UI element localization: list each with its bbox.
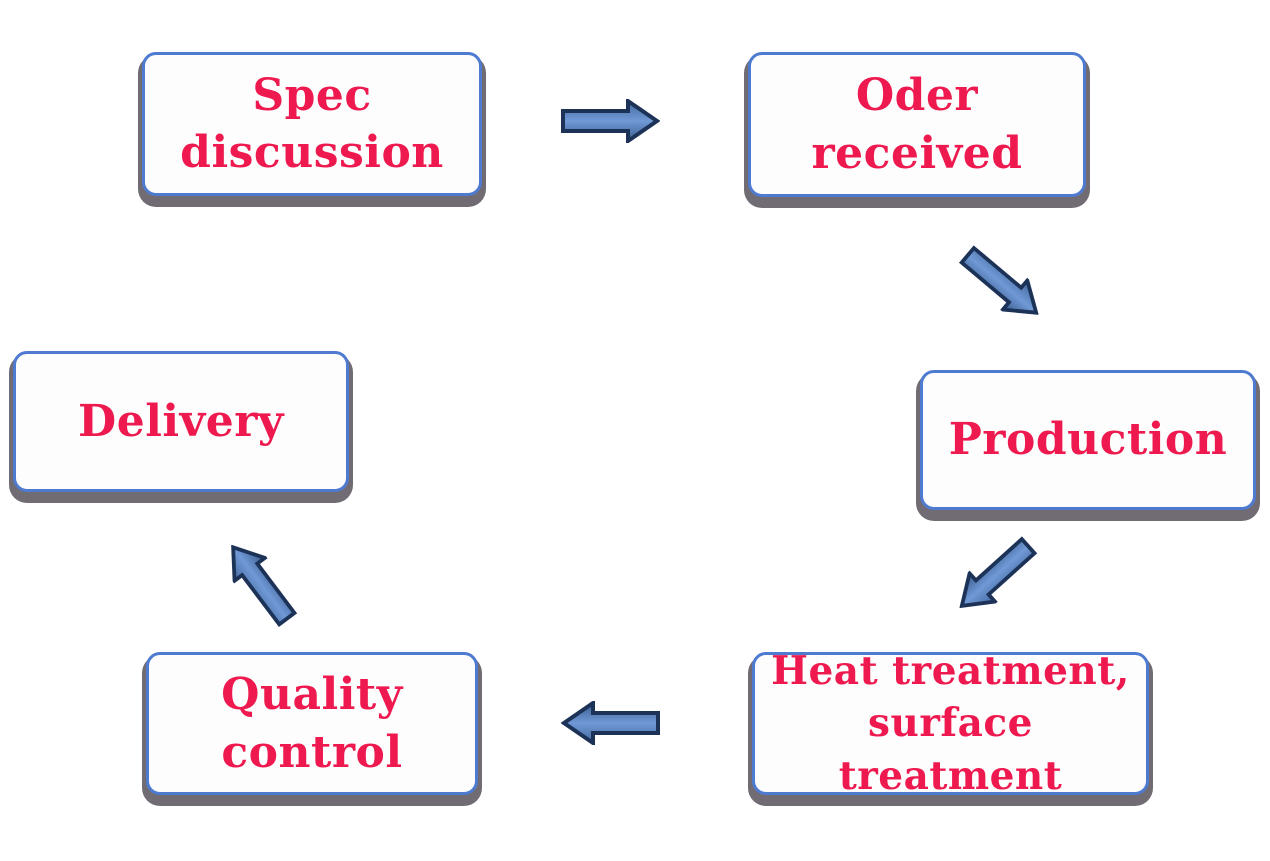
node-order-received: Oder received [748, 52, 1086, 197]
node-quality-control: Quality control [146, 652, 478, 795]
node-spec-discussion: Spec discussion [142, 52, 482, 196]
arrow-heat-to-quality-icon [561, 701, 660, 745]
node-heat-surface-treatment: Heat treatment, surface treatment [752, 648, 1149, 799]
node-production: Production [920, 370, 1256, 510]
node-delivery: Delivery [13, 351, 349, 492]
arrow-production-to-heat-icon [959, 536, 1038, 609]
node-heat-surface-treatment-label: Heat treatment, surface treatment [771, 647, 1130, 799]
arrow-spec-to-order-icon [561, 99, 660, 143]
node-spec-discussion-label: Spec discussion [180, 69, 444, 178]
node-delivery-label: Delivery [78, 395, 284, 447]
node-order-received-label: Oder received [811, 70, 1023, 179]
node-quality-control-label: Quality control [221, 669, 403, 778]
arrow-quality-to-delivery-icon [231, 544, 298, 628]
arrow-order-to-production-icon [959, 245, 1039, 315]
node-production-label: Production [948, 414, 1228, 466]
